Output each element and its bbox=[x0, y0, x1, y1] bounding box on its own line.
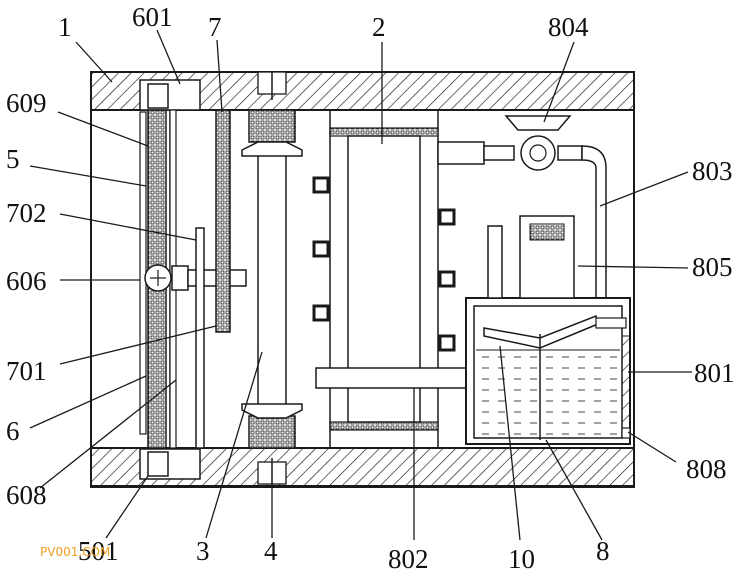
label-3: 3 bbox=[196, 536, 210, 566]
plate-701 bbox=[195, 227, 205, 449]
label-601: 601 bbox=[132, 2, 173, 32]
plate-7 bbox=[215, 109, 231, 333]
label-802: 802 bbox=[388, 544, 429, 574]
label-702: 702 bbox=[6, 198, 47, 228]
watermark-text: PV001.COM bbox=[40, 545, 110, 559]
label-609: 609 bbox=[6, 88, 47, 118]
label-701: 701 bbox=[6, 356, 47, 386]
label-5: 5 bbox=[6, 144, 20, 174]
label-801: 801 bbox=[694, 358, 735, 388]
label-6: 6 bbox=[6, 416, 20, 446]
label-4: 4 bbox=[264, 536, 278, 566]
label-1: 1 bbox=[58, 12, 72, 42]
label-7: 7 bbox=[208, 12, 222, 42]
label-808: 808 bbox=[686, 454, 727, 484]
filter-column bbox=[257, 141, 287, 411]
label-2: 2 bbox=[372, 12, 386, 42]
label-606: 606 bbox=[6, 266, 47, 296]
label-10: 10 bbox=[508, 544, 535, 574]
leader-lines bbox=[29, 29, 692, 541]
label-804: 804 bbox=[548, 12, 589, 42]
label-501: 501 bbox=[78, 536, 119, 566]
label-608: 608 bbox=[6, 480, 47, 510]
label-803: 803 bbox=[692, 156, 733, 186]
label-8: 8 bbox=[596, 536, 610, 566]
label-805: 805 bbox=[692, 252, 733, 282]
